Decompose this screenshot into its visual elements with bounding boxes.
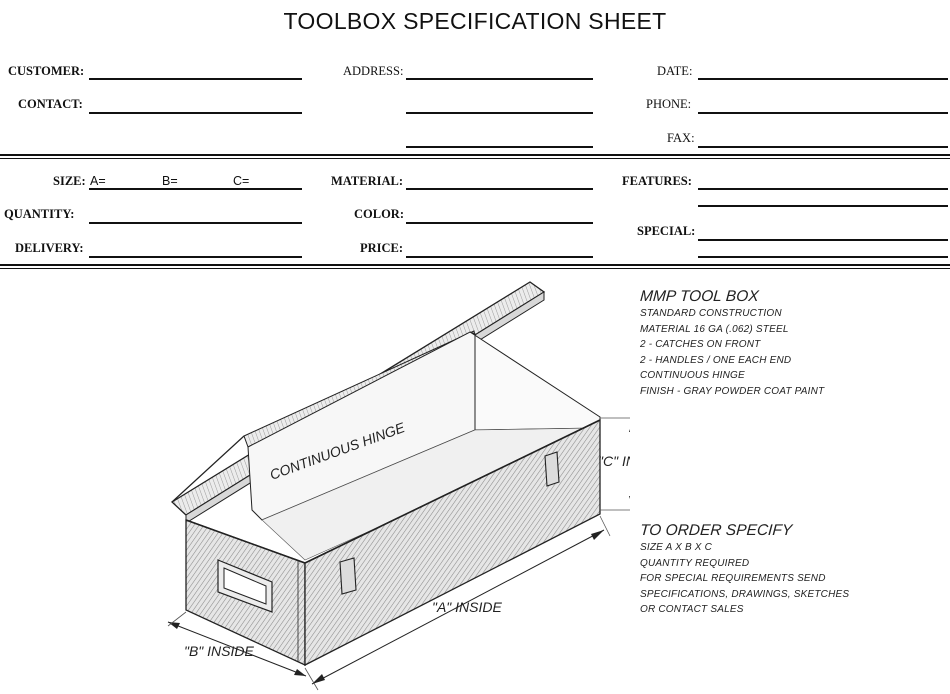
address-field-1[interactable]: [406, 61, 597, 79]
date-field[interactable]: [698, 61, 950, 79]
contact-label: CONTACT:: [18, 97, 83, 111]
size-a-label: A=: [90, 174, 106, 188]
product-note-line: STANDARD CONSTRUCTION: [640, 308, 782, 319]
order-notes-heading: TO ORDER SPECIFY: [639, 522, 793, 539]
address-line-2: [406, 112, 593, 114]
date-line: [698, 78, 948, 80]
b-inside-label: "B" INSIDE: [184, 643, 255, 659]
product-notes-heading: MMP TOOL BOX: [639, 288, 760, 305]
phone-label: PHONE:: [646, 97, 692, 111]
order-note-line: SPECIFICATIONS, DRAWINGS, SKETCHES: [640, 588, 850, 600]
address-line-1: [406, 78, 593, 80]
product-note-line: 2 - HANDLES / ONE EACH END: [640, 354, 792, 366]
size-a-field[interactable]: [108, 171, 162, 189]
separator-bottom-1: [0, 264, 950, 266]
delivery-field[interactable]: [89, 239, 306, 257]
features-line-1: [698, 188, 948, 190]
size-c-field[interactable]: [252, 171, 306, 189]
quantity-label: QUANTITY:: [4, 207, 75, 221]
fax-line: [698, 146, 948, 148]
catch-front-left: [339, 557, 357, 595]
contact-line: [89, 112, 302, 114]
order-note-line: SIZE A X B X C: [640, 542, 713, 553]
order-note-line: OR CONTACT SALES: [640, 604, 744, 615]
features-label: FEATURES:: [622, 174, 692, 188]
special-field-1[interactable]: [698, 222, 950, 240]
product-note-line: FINISH - GRAY POWDER COAT PAINT: [640, 385, 825, 397]
features-field-1[interactable]: [698, 171, 950, 189]
size-line: [89, 188, 302, 190]
fax-field[interactable]: [698, 129, 950, 147]
address-line-3: [406, 146, 593, 148]
fax-label: FAX:: [667, 131, 695, 145]
order-note-line: FOR SPECIAL REQUIREMENTS SEND: [640, 573, 826, 584]
page-title: TOOLBOX SPECIFICATION SHEET: [283, 8, 667, 34]
a-inside-label: "A" INSIDE: [432, 599, 503, 615]
material-field[interactable]: [406, 171, 597, 189]
product-note-line: CONTINUOUS HINGE: [640, 370, 745, 381]
color-label: COLOR:: [354, 207, 404, 221]
color-line: [406, 222, 593, 224]
size-label: SIZE:: [53, 174, 86, 188]
dimension-c: [600, 417, 630, 511]
contact-field[interactable]: [89, 95, 306, 113]
product-notes: MMP TOOL BOX STANDARD CONSTRUCTION MATER…: [639, 288, 825, 399]
special-field-2[interactable]: [698, 241, 950, 259]
material-line: [406, 188, 593, 190]
material-label: MATERIAL:: [331, 174, 403, 188]
product-note-line: 2 - CATCHES ON FRONT: [640, 339, 761, 350]
special-label: SPECIAL:: [637, 224, 696, 238]
order-notes: TO ORDER SPECIFY SIZE A X B X C QUANTITY…: [639, 522, 850, 618]
catch-front-right: [544, 451, 560, 487]
dimension-a: [304, 515, 611, 691]
delivery-label: DELIVERY:: [15, 241, 84, 255]
size-b-label: B=: [162, 174, 178, 188]
features-field-2[interactable]: [698, 190, 950, 208]
price-label: PRICE:: [360, 241, 404, 255]
separator-top-1: [0, 154, 950, 156]
customer-label: CUSTOMER:: [8, 64, 85, 78]
delivery-line: [89, 256, 302, 258]
size-b-field[interactable]: [179, 171, 233, 189]
address-field-2[interactable]: [406, 95, 597, 113]
customer-line: [89, 78, 302, 80]
address-label: ADDRESS:: [343, 64, 404, 78]
price-line: [406, 256, 593, 258]
size-c-label: C=: [233, 174, 250, 188]
price-field[interactable]: [406, 239, 597, 257]
address-field-3[interactable]: [406, 129, 597, 147]
customer-field[interactable]: [89, 61, 306, 79]
separator-top-2: [0, 158, 950, 159]
quantity-line: [89, 222, 302, 224]
phone-field[interactable]: [698, 95, 950, 113]
end-handle: [217, 559, 273, 613]
special-line-1: [698, 239, 948, 241]
c-inside-label: "C" INSIDE: [598, 453, 630, 469]
toolbox-drawing: CONTINUOUS HINGE "A" INSIDE "B" INSIDE "…: [167, 281, 630, 691]
quantity-field[interactable]: [89, 205, 306, 223]
dimension-b: [167, 611, 307, 677]
separator-bottom-2: [0, 268, 950, 269]
color-field[interactable]: [406, 205, 597, 223]
order-note-line: QUANTITY REQUIRED: [640, 557, 750, 569]
date-label: DATE:: [657, 64, 693, 78]
phone-line: [698, 112, 948, 114]
product-note-line: MATERIAL 16 GA (.062) STEEL: [640, 323, 789, 335]
